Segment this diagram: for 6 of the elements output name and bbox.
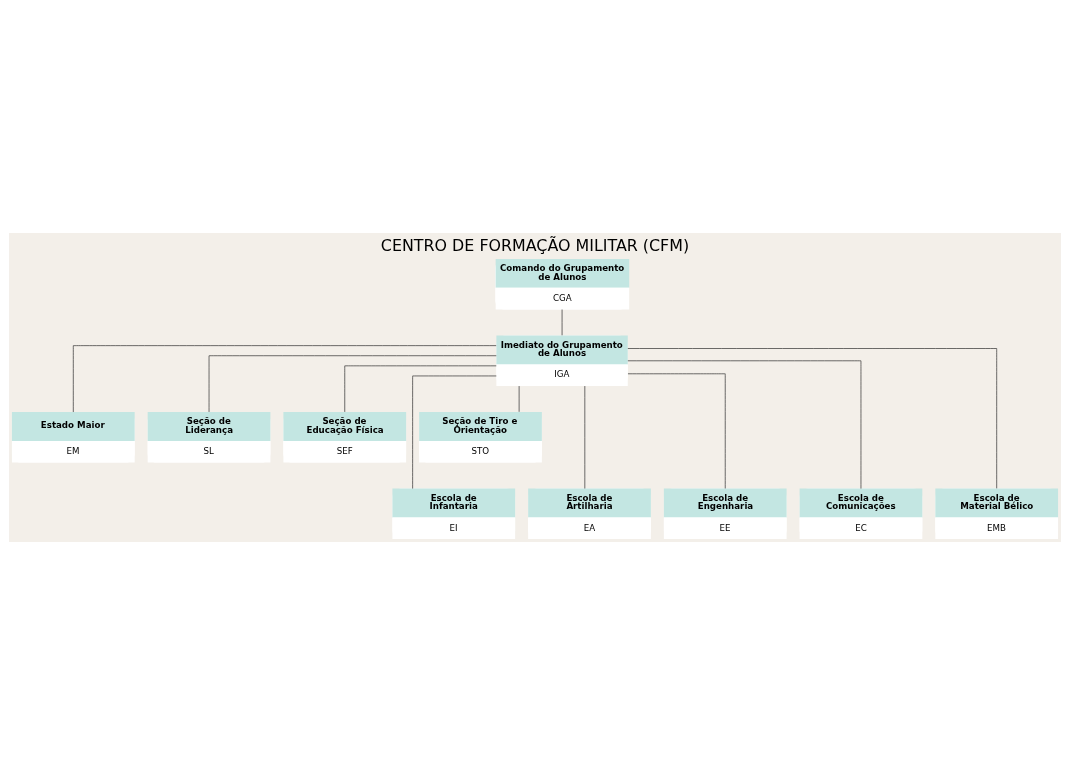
diagram-title: CENTRO DE FORMAÇÃO MILITAR (CFM) — [380, 235, 690, 255]
connector — [344, 364, 497, 412]
connector — [72, 344, 497, 412]
connector — [412, 375, 497, 489]
connector — [627, 347, 998, 489]
connector — [208, 354, 497, 412]
